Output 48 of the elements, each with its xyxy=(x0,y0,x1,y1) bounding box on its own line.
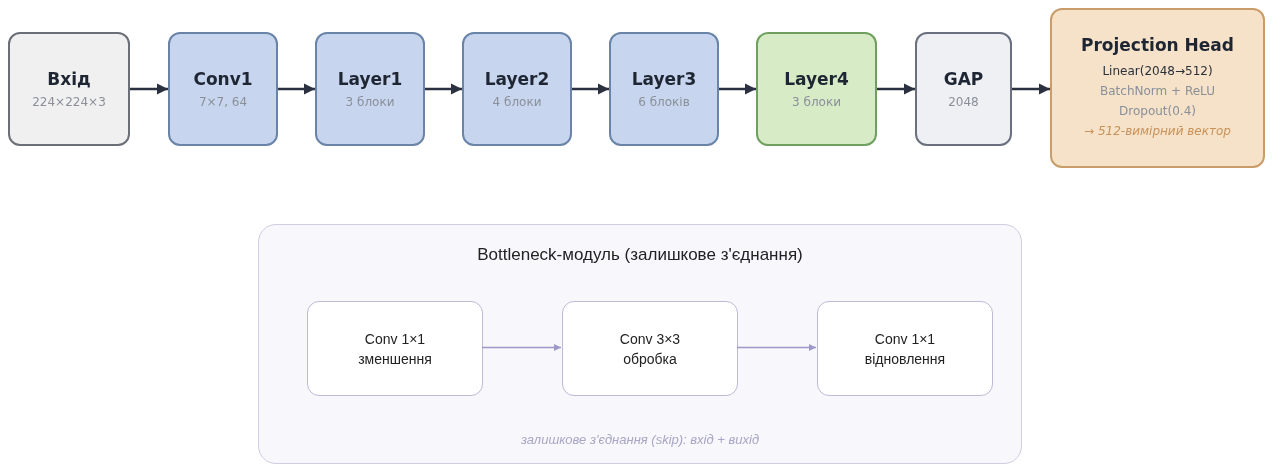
panel-title: Bottleneck-модуль (залишкове з'єднання) xyxy=(477,245,803,265)
box-subtitle: обробка xyxy=(623,349,677,369)
process-box xyxy=(315,32,425,146)
box-subtitle: 3 блоки xyxy=(345,95,395,109)
arrow xyxy=(572,83,609,95)
box-title: Conv 3×3 xyxy=(619,329,681,349)
box-subtitle: відновлення xyxy=(864,349,946,369)
box-subtitle: 6 блоків xyxy=(638,95,690,109)
box-title: Layer1 xyxy=(337,69,403,89)
box-title: Projection Head xyxy=(1081,35,1234,55)
process-box xyxy=(562,301,738,396)
box-title: Conv 1×1 xyxy=(364,329,426,349)
box-subtitle: зменшення xyxy=(358,349,432,369)
process-box xyxy=(462,32,572,146)
arrow xyxy=(1012,83,1050,95)
process-box xyxy=(915,32,1012,146)
box-subtitle: 4 блоки xyxy=(492,95,542,109)
process-box xyxy=(609,32,719,146)
arrow xyxy=(130,83,168,95)
arrow xyxy=(719,83,756,95)
box-subtitle: 7×7, 64 xyxy=(198,95,248,109)
arrow xyxy=(278,83,315,95)
process-box xyxy=(307,301,483,396)
box-subtitle: 2048 xyxy=(948,95,979,109)
box-subtitle: 224×224×3 xyxy=(32,95,106,109)
process-box xyxy=(8,32,130,146)
box-subtitle: 3 блоки xyxy=(792,95,841,109)
arrow xyxy=(481,343,562,352)
box-title: Layer2 xyxy=(484,69,550,89)
box-subtitle: Dropout(0.4) xyxy=(1119,103,1196,120)
arrow xyxy=(877,83,915,95)
process-box xyxy=(168,32,278,146)
box-title: Conv1 xyxy=(193,69,253,89)
process-box xyxy=(817,301,993,396)
box-subtitle: Linear(2048→512) xyxy=(1102,63,1213,80)
box-subtitle: BatchNorm + ReLU xyxy=(1100,83,1215,100)
box-title: Conv 1×1 xyxy=(874,329,936,349)
module-panel xyxy=(258,224,1022,464)
process-box xyxy=(756,32,877,146)
note: залишкове з'єднання (skip): вхід + вихід xyxy=(520,432,760,447)
box-title: Layer4 xyxy=(784,69,849,89)
box-subtitle: → 512-вимірний вектор xyxy=(1084,123,1231,140)
box-title: Вхід xyxy=(47,69,91,89)
arrow xyxy=(425,83,462,95)
process-box xyxy=(1050,8,1265,168)
box-title: Layer3 xyxy=(631,69,697,89)
box-title: GAP xyxy=(943,69,984,89)
arrow xyxy=(736,343,817,352)
